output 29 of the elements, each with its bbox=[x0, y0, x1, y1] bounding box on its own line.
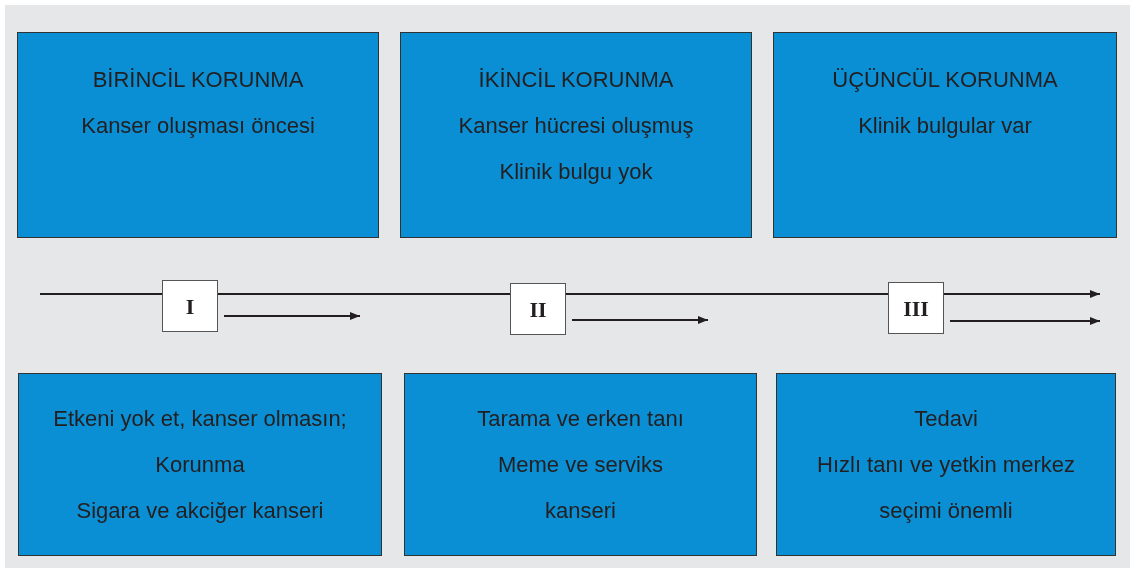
box-text: Meme ve serviks kanseri bbox=[496, 451, 664, 525]
arrow bbox=[943, 290, 1101, 298]
box-heading: BİRİNCİL KORUNMA bbox=[92, 66, 304, 94]
box-text: Hızlı tanı ve yetkin merkez seçimi önemli bbox=[816, 451, 1076, 525]
box-text: Tarama ve erken tanı bbox=[477, 405, 684, 433]
box-text: Kanser oluşması öncesi bbox=[81, 112, 315, 140]
info-box bbox=[17, 32, 379, 238]
box-text: Tedavi bbox=[914, 405, 978, 433]
info-box bbox=[404, 373, 757, 556]
stage-numeral: I bbox=[185, 292, 195, 321]
info-box bbox=[18, 373, 382, 556]
info-box bbox=[776, 373, 1116, 556]
arrow bbox=[949, 317, 1101, 325]
info-box bbox=[400, 32, 752, 238]
info-box bbox=[773, 32, 1117, 238]
box-text: Sigara ve akciğer kanseri bbox=[76, 497, 324, 525]
stage-box bbox=[510, 283, 566, 335]
box-text: Etkeni yok et, kanser olmasın; Korunma bbox=[52, 405, 348, 479]
stage-box bbox=[888, 282, 944, 334]
box-heading: ÜÇÜNCÜL KORUNMA bbox=[832, 66, 1058, 94]
box-text: Klinik bulgular var bbox=[858, 112, 1032, 140]
stage-numeral: II bbox=[529, 295, 547, 324]
box-text: Kanser hücresi oluşmuş bbox=[458, 112, 694, 140]
arrow bbox=[571, 316, 709, 324]
arrow bbox=[223, 312, 361, 320]
box-heading: İKİNCİL KORUNMA bbox=[478, 66, 674, 94]
box-text: Klinik bulgu yok bbox=[499, 158, 653, 186]
stage-numeral: III bbox=[903, 294, 929, 323]
stage-box bbox=[162, 280, 218, 332]
